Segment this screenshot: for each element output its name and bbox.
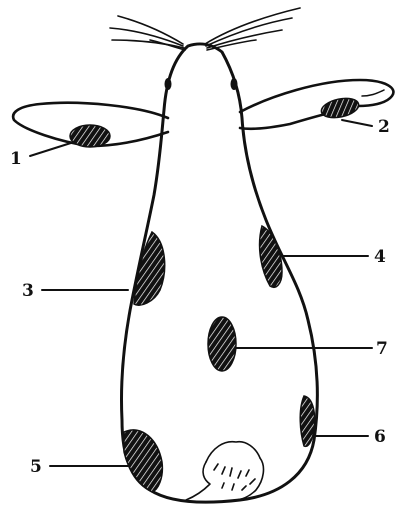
spot-3: [134, 232, 165, 305]
label-5: 5: [30, 457, 42, 477]
label-1: 1: [10, 149, 22, 169]
label-7: 7: [376, 339, 388, 359]
right-ear: [240, 80, 393, 129]
leader-lines: [30, 120, 372, 466]
leader-1: [30, 142, 74, 156]
spot-1: [70, 125, 110, 147]
spot-7: [208, 317, 236, 371]
right-eye: [231, 78, 238, 90]
spot-5: [124, 430, 162, 492]
spot-2: [320, 95, 361, 121]
tail-tuft: [186, 442, 263, 500]
label-2: 2: [378, 117, 390, 137]
spot-4: [260, 226, 282, 287]
label-4: 4: [374, 247, 386, 267]
leader-2: [342, 120, 372, 126]
label-3: 3: [22, 281, 34, 301]
spot-6: [300, 396, 314, 446]
left-eye: [165, 78, 172, 90]
label-6: 6: [374, 427, 386, 447]
